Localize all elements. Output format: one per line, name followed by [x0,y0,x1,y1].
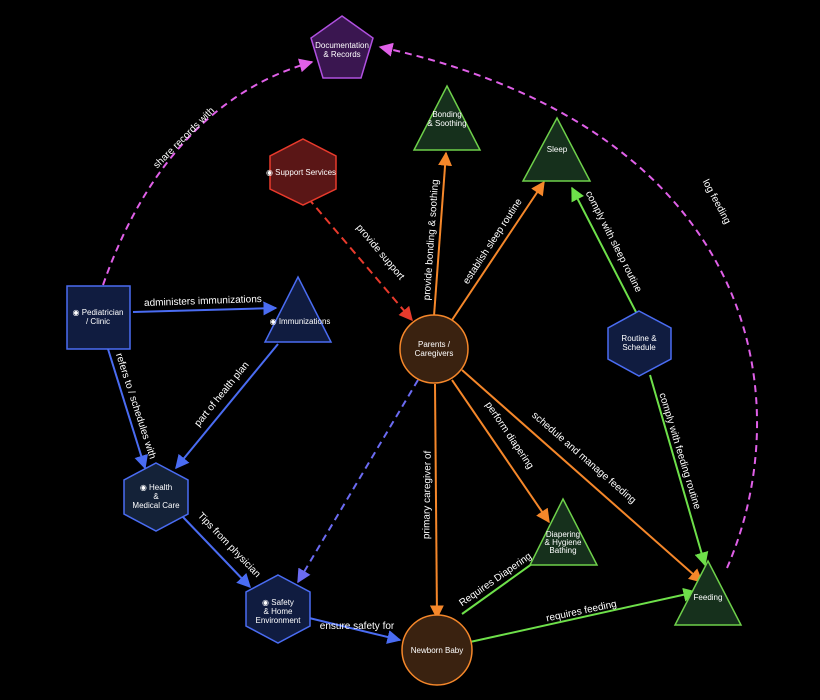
edge-label-requires-diapering: Requires Diapering [457,551,533,609]
node-safety-label-1: ◉ Safety [262,598,294,607]
node-parents-shape [399,314,469,384]
edge-share-records [102,58,314,286]
node-diapering-label-1: Diapering [546,530,580,539]
node-safety-shape [245,574,311,644]
node-bonding[interactable]: Bonding & Soothing [412,84,482,151]
node-newborn-shape [401,614,473,686]
node-diapering-label-3: Bathing [549,546,576,555]
node-health-label-3: Medical Care [132,501,180,510]
node-bonding-label-1: Bonding [432,110,461,119]
node-diapering-label-2: & Hygiene [545,538,582,547]
node-safety[interactable]: ◉ Safety & Home Environment [245,574,311,644]
edge-part-of-plan [175,343,279,470]
node-immunizations-label: ◉ Immunizations [270,317,331,326]
node-pediatrician-label-2: / Clinic [86,317,110,326]
node-parents-label-1: Parents / [418,340,451,349]
node-sleep-label: Sleep [547,145,568,154]
node-safety-label-2: & Home [264,607,293,616]
node-health-label-1: ◉ Health [140,483,172,492]
node-feeding-label: Feeding [694,593,723,602]
edge-label-comply-feeding: comply with feeding routine [656,392,702,512]
edge-ensure-safety [304,616,402,644]
node-bonding-shape [412,84,482,151]
node-documentation-shape [310,15,374,79]
edge-label-tips-from: Tips from physician [195,511,263,580]
edge-comply-feeding [649,374,709,567]
node-bonding-label-2: & Soothing [427,119,466,128]
edge-label-refers-to: refers to / schedules with [113,352,158,461]
edge-label-share-records: share records with [151,105,217,171]
edge-comply-sleep [571,186,637,313]
node-safety-label-3: Environment [256,616,302,625]
edge-refers-to [107,348,148,470]
edge-administers [132,301,278,316]
node-sleep-shape [521,116,592,182]
edge-primary-caregiver [429,383,444,620]
edge-label-ensure-safety: ensure safety for [320,621,395,632]
edge-provide-bonding [433,151,453,317]
edge-provide-support [307,197,413,322]
edge-label-log-feeding: log feeding [700,178,733,226]
node-routine-label-2: Schedule [622,343,656,352]
edge-requires-feeding [469,587,698,643]
node-routine-shape [607,310,672,377]
edge-label-comply-sleep: comply with sleep routine [583,189,644,294]
node-newborn-label: Newborn Baby [411,646,463,655]
node-parents-label-2: Caregivers [415,349,454,358]
edge-label-primary-caregiver: primary caregiver of [421,450,434,539]
edge-label-part-of-plan: part of health plan [193,360,252,429]
edge-label-establish-sleep: establish sleep routine [461,197,525,287]
node-support-label: ◉ Support Services [266,168,336,177]
edge-label-schedule-feeding: schedule and manage feeding [529,410,637,506]
node-documentation-label-1: Documentation [315,41,369,50]
node-documentation-label-2: & Records [323,50,360,59]
node-documentation[interactable]: Documentation & Records [310,15,374,79]
node-immunizations[interactable]: ◉ Immunizations [263,275,333,343]
edge-label-provide-bonding: provide bonding & soothing [422,179,441,301]
node-sleep[interactable]: Sleep [521,116,592,182]
edge-establish-sleep [451,180,545,321]
node-pediatrician-shape [66,285,131,350]
node-immunizations-shape [263,275,333,343]
edge-parents-safety [297,379,419,584]
edge-perform-diapering [451,379,550,524]
node-health[interactable]: ◉ Health & Medical Care [123,462,189,532]
node-routine-label-1: Routine & [621,334,657,343]
node-support-shape [269,138,337,206]
node-parents[interactable]: Parents / Caregivers [399,314,469,384]
node-feeding-shape [673,559,743,626]
edge-tips-from [181,515,251,589]
node-routine[interactable]: Routine & Schedule [607,310,672,377]
node-diapering-shape [528,497,599,566]
node-health-label-2: & [153,492,159,501]
node-health-shape [123,462,189,532]
node-diapering[interactable]: Diapering & Hygiene Bathing [528,497,599,566]
edge-log-feeding [378,42,758,569]
edge-schedule-feeding [461,369,704,583]
node-pediatrician[interactable]: ◉ Pediatrician / Clinic [66,285,131,350]
edge-label-administers: administers immunizations [144,294,262,309]
node-feeding[interactable]: Feeding [673,559,743,626]
node-pediatrician-label-1: ◉ Pediatrician [72,308,123,317]
edge-label-requires-feeding: requires feeding [545,599,617,625]
node-support-services[interactable]: ◉ Support Services [266,138,337,206]
edge-label-provide-support: provide support [354,222,407,282]
node-newborn[interactable]: Newborn Baby [401,614,473,686]
